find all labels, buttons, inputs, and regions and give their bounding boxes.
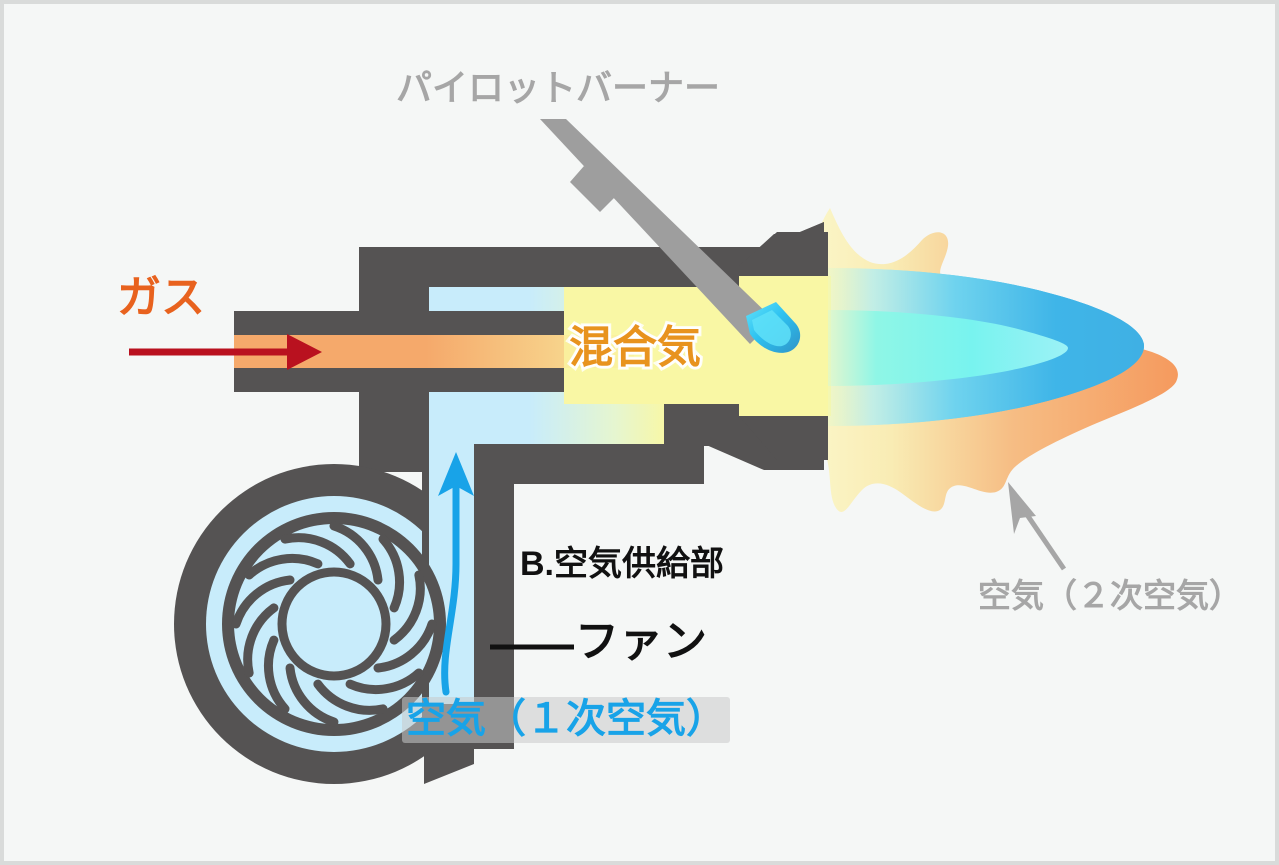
label-secondary-air: 空気（２次空気） <box>978 577 1242 614</box>
pilot-burner-rod <box>540 119 801 353</box>
label-mixture: 混合気 <box>566 323 704 373</box>
flame-front-overlap <box>828 268 1144 426</box>
label-gas: ガス <box>117 273 205 322</box>
air-flow-arrow <box>438 452 474 696</box>
fan-blades <box>231 521 437 727</box>
label-fan: ファン <box>575 617 707 666</box>
label-air-supply-section: B.空気供給部 <box>520 545 724 583</box>
secondary-air-pointer <box>1008 482 1067 571</box>
gas-flow-arrow <box>129 334 322 370</box>
label-primary-air: 空気（１次空気） <box>402 697 730 743</box>
label-pilot-burner: パイロットバーナー <box>396 67 721 108</box>
